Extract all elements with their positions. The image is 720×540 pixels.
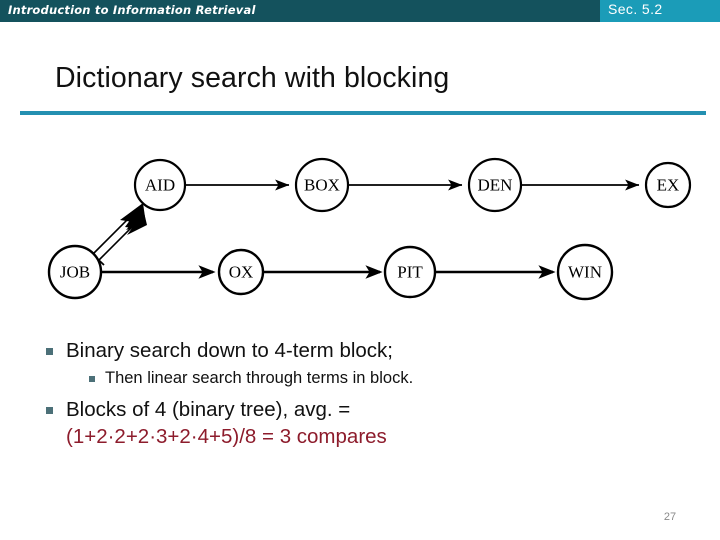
diagram-node-ox-label: OX [229, 263, 254, 282]
bullet-square-icon [46, 348, 53, 355]
bullet-item-formula: (1+2·2+2·3+2·4+5)/8 = 3 compares [66, 424, 387, 448]
bullet-item-label: Binary search down to 4-term block; [66, 339, 393, 362]
bullet-item-linear-search: Then linear search through terms in bloc… [89, 368, 686, 390]
bullet-square-icon [46, 406, 53, 414]
bullet-item-label: Then linear search through terms in bloc… [105, 369, 414, 388]
header-section-badge-label: Sec. 5.2 [608, 1, 663, 17]
bullet-item-label: Blocks of 4 (binary tree), avg. = [66, 397, 351, 421]
diagram-node-aid: AID [133, 158, 187, 212]
header-section-badge [600, 0, 720, 22]
bullet-square-icon [89, 376, 95, 383]
diagram-node-pit: PIT [383, 245, 437, 299]
diagram-node-ox: OX [217, 248, 265, 296]
diagram-node-box: BOX [294, 157, 350, 213]
diagram-node-ex: EX [644, 161, 692, 209]
diagram-svg: AID BOX DEN EX JOB OX [47, 157, 692, 301]
dictionary-blocking-diagram: AID BOX DEN EX JOB OX [0, 132, 720, 327]
bullet-item-blocks-average: Blocks of 4 (binary tree), avg. = (1+2·2… [46, 396, 686, 450]
diagram-node-den: DEN [467, 157, 523, 213]
diagram-node-ex-label: EX [657, 176, 680, 195]
diagram-node-job: JOB [47, 244, 103, 300]
diagram-node-win-label: WIN [568, 263, 602, 282]
diagram-node-pit-label: PIT [397, 263, 423, 282]
bullet-item-label-group: Blocks of 4 (binary tree), avg. = (1+2·2… [66, 396, 387, 450]
diagram-node-job-label: JOB [60, 263, 90, 282]
diagram-node-den-label: DEN [478, 176, 513, 195]
diagram-node-aid-label: AID [145, 176, 175, 195]
edge-job-aid-pointer [87, 203, 147, 266]
title-divider [20, 111, 706, 115]
bullet-item-binary-search: Binary search down to 4-term block; [46, 337, 686, 364]
header-bar [0, 0, 720, 22]
header-course-title: Introduction to Information Retrieval [8, 3, 256, 17]
diagram-node-box-label: BOX [304, 176, 340, 195]
bullet-list: Binary search down to 4-term block; Then… [46, 337, 686, 454]
diagram-node-win: WIN [556, 243, 614, 301]
page-number: 27 [663, 511, 677, 523]
page-title: Dictionary search with blocking [55, 62, 450, 94]
